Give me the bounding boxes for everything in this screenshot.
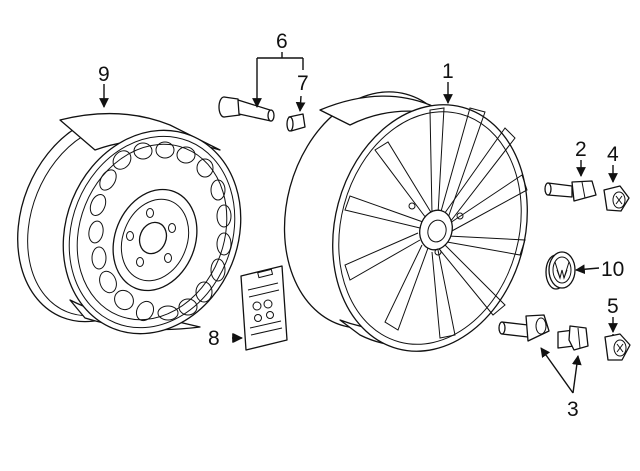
wheel-bolt[interactable]	[544, 180, 597, 202]
callout-1: 1	[442, 60, 454, 83]
center-cap[interactable]	[545, 251, 576, 290]
callout-5: 5	[607, 295, 619, 318]
bolt-cover-cap[interactable]	[603, 185, 630, 212]
alloy-wheel[interactable]	[259, 71, 554, 373]
locking-bolt[interactable]	[498, 314, 550, 342]
leader-lines	[99, 52, 618, 394]
callout-7: 7	[297, 72, 309, 95]
callout-10: 10	[601, 258, 624, 281]
lock-bolt-cap[interactable]	[604, 333, 631, 361]
callout-6: 6	[276, 30, 288, 53]
callout-3: 3	[567, 398, 579, 421]
callout-9: 9	[98, 63, 110, 86]
information-label[interactable]	[240, 265, 288, 351]
wheel-spokes	[344, 107, 528, 339]
steel-wheel[interactable]	[0, 89, 271, 361]
ventilation-holes	[88, 141, 232, 322]
valve-stem[interactable]	[218, 96, 275, 122]
callout-4: 4	[607, 143, 619, 166]
locking-bolt-adapter[interactable]	[557, 325, 589, 351]
valve-cap[interactable]	[286, 113, 306, 132]
callout-8: 8	[208, 327, 220, 350]
callout-2: 2	[575, 138, 587, 161]
